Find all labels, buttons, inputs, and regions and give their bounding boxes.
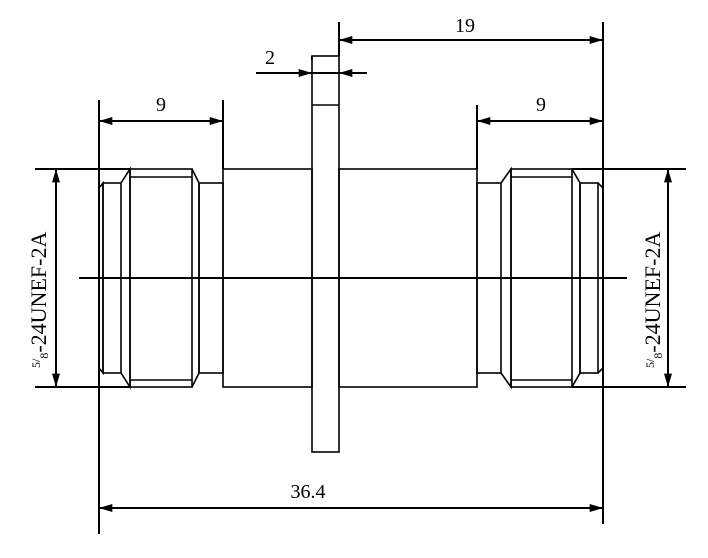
svg-text:19: 19 — [455, 15, 475, 37]
right-thread-callout: 5/8-24UNEF-2A — [640, 168, 672, 387]
svg-text:36.4: 36.4 — [291, 481, 326, 503]
right-thread-connector — [476, 166, 604, 390]
left-thread-connector — [98, 166, 224, 390]
svg-text:9: 9 — [156, 94, 166, 116]
extension-lines — [35, 22, 686, 534]
svg-text:5/8-24UNEF-2A: 5/8-24UNEF-2A — [26, 232, 51, 368]
svg-text:9: 9 — [536, 94, 546, 116]
dimension-36-4: 36.4 — [99, 481, 604, 512]
dimension-19: 19 — [339, 15, 604, 44]
dimension-2: 2 — [256, 47, 367, 77]
svg-text:5/8-24UNEF-2A: 5/8-24UNEF-2A — [640, 232, 665, 368]
svg-text:2: 2 — [265, 47, 275, 69]
left-thread-callout: 5/8-24UNEF-2A — [26, 168, 60, 387]
flange — [311, 55, 340, 453]
dimension-right-9: 9 — [477, 94, 604, 125]
dimension-left-9: 9 — [99, 94, 224, 125]
